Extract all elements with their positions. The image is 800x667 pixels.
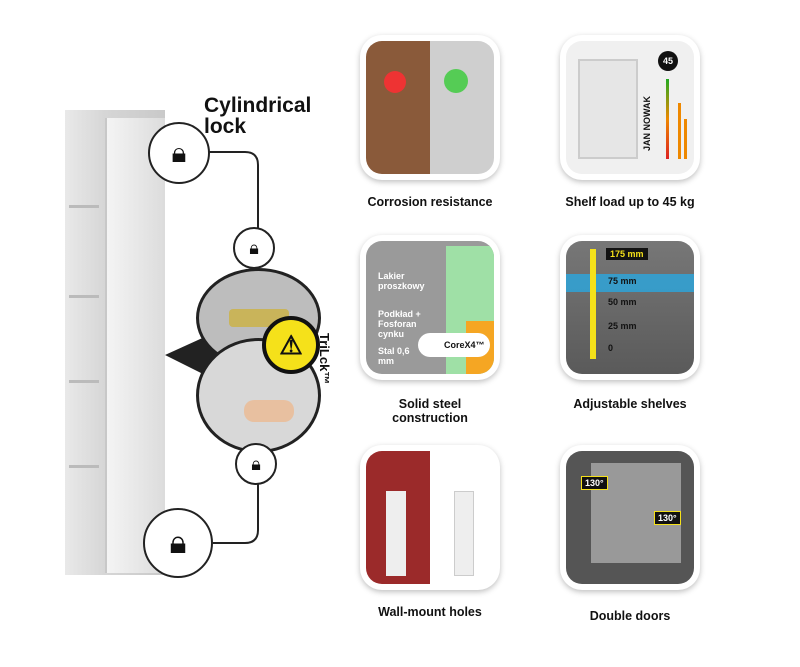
tile-adjustable-shelves: 175 mm 75 mm 50 mm 25 mm 0 [560,235,700,380]
caption-wall-mount: Wall-mount holes [378,605,482,619]
corex-badge: CoreX4™ [418,333,490,357]
padlock-icon: 🔒︎ [148,122,210,184]
caption-corrosion: Corrosion resistance [367,195,493,209]
sad-face-icon [384,71,406,93]
tile-wall-mount [360,445,500,590]
trilock-brand: TriLck™ [317,333,332,385]
happy-face-icon [444,69,468,93]
padlock-icon: 🔒︎ [143,508,213,578]
padlock-icon: 🔒︎ [235,443,277,485]
arrow-icon [590,249,596,359]
trilock-icon: ⚠︎ [262,316,320,374]
tile-steel: Lakier proszkowy Podkład + Fosforan cynk… [360,235,500,380]
cabinet-door [105,118,165,573]
caption-adjustable-shelves: Adjustable shelves [573,397,687,411]
tile-corrosion [360,35,500,180]
padlock-icon: 🔒︎ [233,227,275,269]
caption-double-doors: Double doors [589,609,671,623]
caption-shelf-load: Shelf load up to 45 kg [565,195,695,209]
tile-double-doors: 130° 130° [560,445,700,590]
load-badge: 45 [658,51,678,71]
tile-shelf-load: 45 JAN NOWAK [560,35,700,180]
